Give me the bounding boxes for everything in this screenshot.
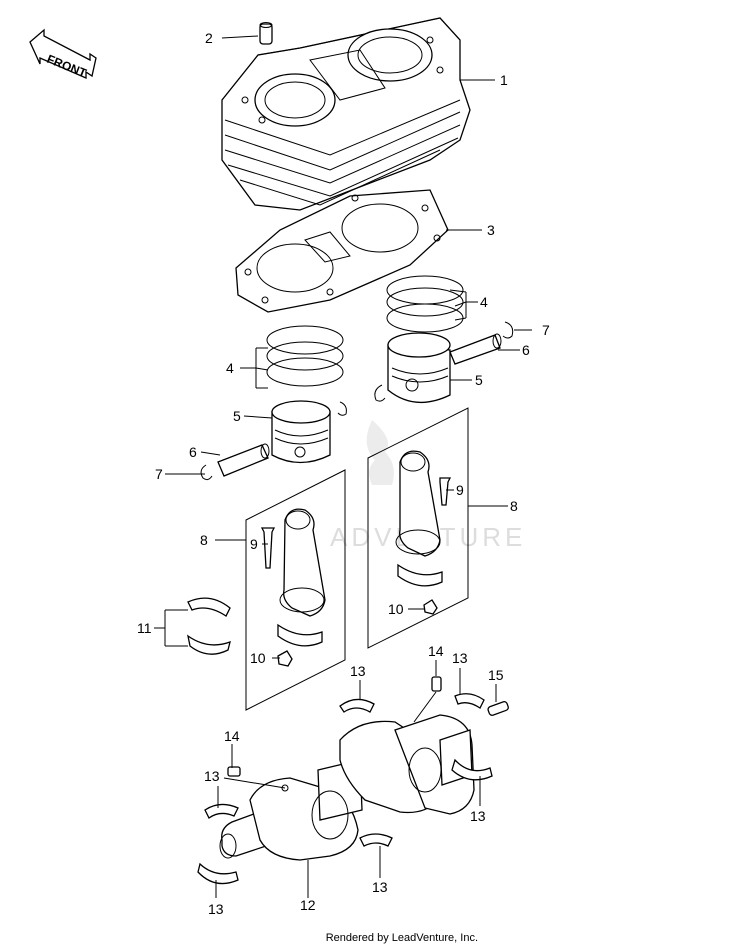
front-arrow-icon: FRONT (29, 28, 97, 81)
bearing-shell-d (204, 803, 239, 819)
leader-lines (154, 35, 532, 898)
callout-8-left: 8 (200, 532, 208, 548)
callout-10-right: 10 (388, 601, 404, 617)
callout-12: 12 (300, 897, 316, 913)
piston-rings-left-part (266, 325, 344, 387)
callout-5-left: 5 (233, 408, 241, 424)
callout-3: 3 (487, 222, 495, 238)
callout-7-right: 7 (542, 322, 550, 338)
bearing-shell-a (339, 698, 375, 713)
callout-1: 1 (500, 72, 508, 88)
callout-2: 2 (205, 30, 213, 46)
circlip-right-a-part (502, 321, 514, 339)
circlip-left-a-part (337, 401, 347, 416)
credit-footer: Rendered by LeadVenture, Inc. (0, 932, 750, 944)
callout-9-left: 9 (250, 536, 258, 552)
oil-plug-b (227, 766, 241, 777)
callout-5-right: 5 (475, 372, 483, 388)
callout-10-left: 10 (250, 650, 266, 666)
callout-11: 11 (137, 620, 152, 636)
callout-6-right: 6 (522, 342, 530, 358)
bearing-shell-b (454, 693, 485, 709)
callout-14-right: 14 (428, 643, 444, 659)
conrod-group-left (245, 469, 346, 711)
cylinder-gasket-part (235, 189, 449, 313)
piston-left-part (271, 400, 331, 464)
conrod-group-right (367, 407, 469, 649)
piston-pin-left-part (217, 443, 270, 477)
oil-plug-part (227, 676, 442, 777)
circlip-left-b-part (200, 464, 213, 481)
callout-4-right: 4 (480, 294, 488, 310)
main-bearing-shells (197, 693, 493, 885)
callout-14-left: 14 (224, 728, 240, 744)
callout-9-right: 9 (456, 482, 464, 498)
bearing-shell-c (451, 758, 493, 781)
callout-6-left: 6 (189, 444, 197, 460)
callout-13-left-bottom: 13 (208, 901, 224, 917)
crank-pin-part (487, 701, 509, 716)
cylinder-block-part (221, 17, 471, 211)
callout-13-center-top: 13 (350, 663, 366, 679)
piston-pin-right-part (449, 333, 502, 365)
callout-13-right-top: 13 (452, 650, 468, 666)
callout-15: 15 (488, 667, 504, 683)
oil-plug-a (431, 676, 442, 692)
piston-right-part (387, 332, 451, 404)
dowel-pin-part (259, 22, 273, 45)
callout-13-left-top: 13 (204, 768, 220, 784)
callout-labels: 2 1 3 4 7 6 5 4 5 6 7 9 8 8 9 10 11 10 1… (137, 30, 550, 917)
conrod-bearing-part (187, 597, 231, 655)
crankshaft-part (219, 714, 475, 861)
callout-7-left: 7 (155, 466, 163, 482)
callout-13-right-bottom: 13 (470, 808, 486, 824)
circlip-right-b-part (374, 384, 386, 402)
bearing-shell-f (359, 833, 393, 847)
credit-text: Rendered by LeadVenture, Inc. (325, 932, 478, 944)
bearing-shell-e (197, 862, 239, 885)
piston-rings-right-part (386, 275, 464, 333)
callout-13-center-bottom: 13 (372, 879, 388, 895)
callout-8-right: 8 (510, 498, 518, 514)
callout-4-left: 4 (226, 360, 234, 376)
